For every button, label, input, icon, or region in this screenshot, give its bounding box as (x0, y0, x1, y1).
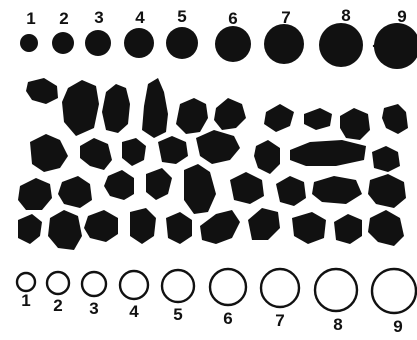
outline-circle-4 (120, 271, 148, 299)
top-size-labels: 1 2 3 4 5 6 7 8 9 (26, 6, 406, 28)
grain (104, 170, 134, 200)
top-size-label-3: 3 (94, 8, 103, 27)
grain (368, 210, 404, 246)
grain (368, 174, 406, 208)
top-size-label-6: 6 (228, 9, 237, 28)
grain (102, 84, 130, 133)
outline-circle-7 (261, 269, 299, 307)
grain (292, 212, 326, 244)
outline-size-circles (17, 269, 416, 313)
grain (276, 176, 306, 206)
grain (200, 210, 240, 244)
bottom-size-label-6: 6 (223, 309, 232, 328)
grain (30, 134, 68, 172)
grain (372, 146, 400, 172)
grain (196, 130, 240, 164)
top-size-label-5: 5 (177, 7, 186, 26)
filled-circle-5 (166, 27, 198, 59)
speck-dot (373, 45, 375, 47)
top-size-label-2: 2 (59, 9, 68, 28)
bottom-size-label-3: 3 (89, 299, 98, 318)
grain (184, 164, 216, 214)
grain (26, 78, 58, 104)
grain (146, 168, 172, 200)
outline-circle-2 (47, 272, 69, 294)
grain (122, 138, 146, 166)
grain (304, 108, 332, 130)
grain (18, 178, 52, 210)
filled-circle-7 (264, 24, 304, 64)
filled-circle-6 (215, 26, 251, 62)
grain (18, 214, 42, 244)
grain (248, 208, 280, 240)
filled-circle-4 (124, 28, 154, 58)
particle-grains (18, 78, 408, 250)
grain (142, 78, 168, 138)
grain (214, 98, 246, 130)
bottom-size-label-2: 2 (53, 296, 62, 315)
top-size-label-8: 8 (341, 6, 350, 25)
outline-circle-5 (162, 270, 194, 302)
outline-circle-8 (315, 269, 357, 311)
bottom-size-label-9: 9 (393, 317, 402, 336)
bottom-size-label-5: 5 (173, 305, 182, 324)
filled-circle-9 (374, 23, 417, 69)
grain (312, 176, 362, 204)
top-size-label-1: 1 (26, 9, 35, 28)
grain (130, 208, 156, 244)
top-size-label-4: 4 (135, 8, 145, 27)
grain (84, 210, 118, 242)
bottom-size-label-7: 7 (275, 311, 284, 330)
grain (382, 104, 408, 134)
grain (58, 176, 92, 208)
outline-circle-1 (17, 273, 35, 291)
grain (290, 140, 366, 166)
filled-circle-2 (52, 32, 74, 54)
grain (166, 212, 192, 244)
bottom-size-label-1: 1 (21, 291, 30, 310)
bottom-size-label-4: 4 (129, 302, 139, 321)
bottom-size-label-8: 8 (333, 315, 342, 334)
outline-circle-6 (210, 269, 246, 305)
outline-circle-9 (372, 269, 416, 313)
grain (230, 172, 264, 204)
grain (334, 214, 362, 244)
outline-circle-3 (82, 272, 106, 296)
grain (80, 138, 112, 170)
bottom-size-labels: 1 2 3 4 5 6 7 8 9 (21, 291, 402, 336)
grain (176, 98, 208, 134)
grain (264, 104, 294, 132)
grain (254, 140, 280, 174)
grain (48, 210, 82, 250)
filled-circle-8 (319, 23, 363, 67)
filled-circle-3 (85, 30, 111, 56)
filled-size-circles (20, 23, 417, 69)
grain (340, 108, 370, 140)
filled-circle-1 (20, 34, 38, 52)
grain (158, 136, 188, 164)
grain (62, 80, 99, 136)
